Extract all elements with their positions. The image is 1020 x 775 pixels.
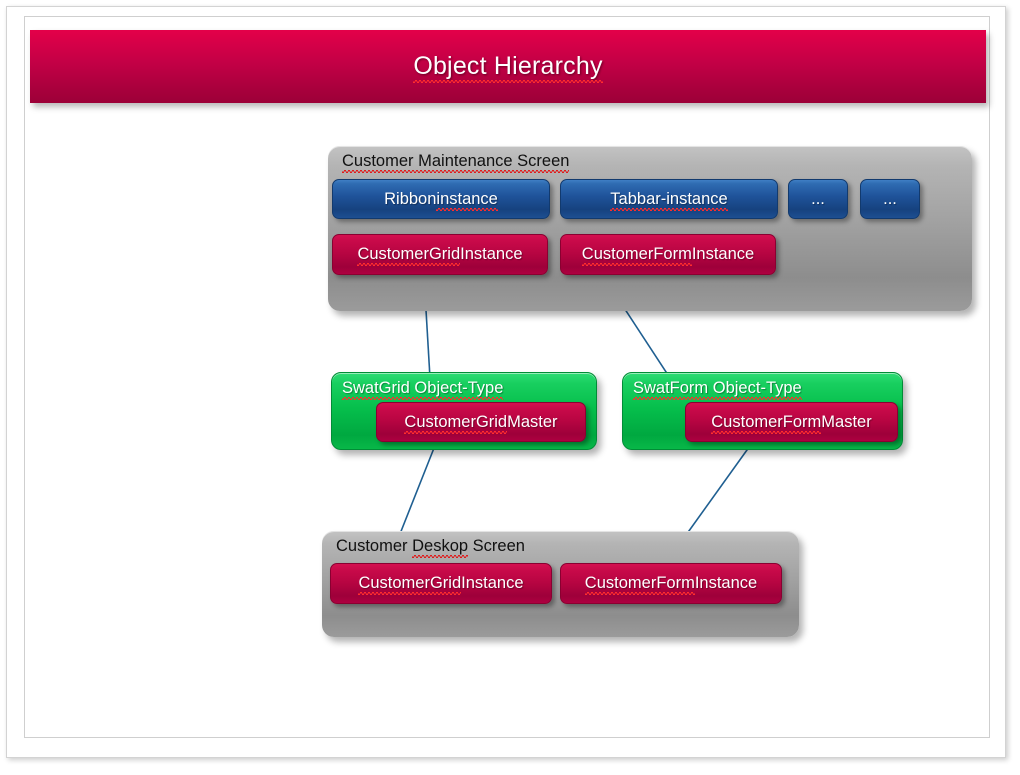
- desktop-customergrid-instance-suffix: Instance: [461, 574, 524, 592]
- customergrid-master-suffix: Master: [507, 412, 558, 431]
- maintenance-customerform-instance-button[interactable]: CustomerForm Instance: [560, 234, 776, 275]
- desktop-screen-title: Customer Deskop Screen: [336, 537, 525, 558]
- customer-desktop-screen-panel: Customer Deskop Screen CustomerGrid Inst…: [322, 531, 799, 637]
- more-button-1[interactable]: ...: [788, 179, 848, 219]
- maintenance-customerform-instance-suffix: Instance: [691, 245, 755, 263]
- desktop-customergrid-instance-misspelled: CustomerGrid: [358, 574, 462, 595]
- ribbon-instance-prefix: Ribbon: [384, 189, 437, 208]
- swatgrid-object-type-title: SwatGrid Object-Type: [342, 379, 504, 400]
- customergrid-master-button[interactable]: CustomerGrid Master: [376, 402, 586, 442]
- tabbar-instance-button[interactable]: Tabbar-instance: [560, 179, 778, 219]
- customergrid-master-misspelled: CustomerGrid: [404, 412, 508, 434]
- ribbon-instance-misspelled: instance: [436, 189, 499, 211]
- maintenance-customergrid-instance-suffix: Instance: [460, 245, 523, 263]
- page-title-text: Object Hierarchy: [413, 52, 604, 83]
- maintenance-customergrid-instance-button[interactable]: CustomerGrid Instance: [332, 234, 548, 275]
- customerform-master-suffix: Master: [821, 412, 872, 431]
- desktop-customergrid-instance-button[interactable]: CustomerGrid Instance: [330, 563, 552, 604]
- desktop-customerform-instance-suffix: Instance: [694, 574, 758, 592]
- more-button-2-label: ...: [883, 189, 897, 208]
- maintenance-customergrid-instance-misspelled: CustomerGrid: [357, 245, 461, 266]
- swatgrid-object-type-box: SwatGrid Object-Type CustomerGrid Master: [331, 372, 597, 450]
- customer-maintenance-screen-panel: Customer Maintenance Screen Ribbon insta…: [328, 146, 972, 311]
- customerform-master-misspelled: CustomerForm: [711, 412, 822, 434]
- ribbon-instance-button[interactable]: Ribbon instance: [332, 179, 550, 219]
- page-title: Object Hierarchy: [413, 52, 604, 83]
- swatform-object-type-box: SwatForm Object-Type CustomerForm Master: [622, 372, 903, 450]
- title-banner: Object Hierarchy: [30, 30, 986, 103]
- desktop-customerform-instance-button[interactable]: CustomerForm Instance: [560, 563, 782, 604]
- customerform-master-button[interactable]: CustomerForm Master: [685, 402, 898, 442]
- more-button-1-label: ...: [811, 189, 825, 208]
- desktop-customerform-instance-misspelled: CustomerForm: [584, 574, 695, 595]
- swatform-object-type-title: SwatForm Object-Type: [633, 379, 802, 400]
- more-button-2[interactable]: ...: [860, 179, 920, 219]
- maintenance-screen-title: Customer Maintenance Screen: [342, 152, 570, 173]
- maintenance-customerform-instance-misspelled: CustomerForm: [581, 245, 692, 266]
- tabbar-instance-label: Tabbar-instance: [610, 189, 729, 211]
